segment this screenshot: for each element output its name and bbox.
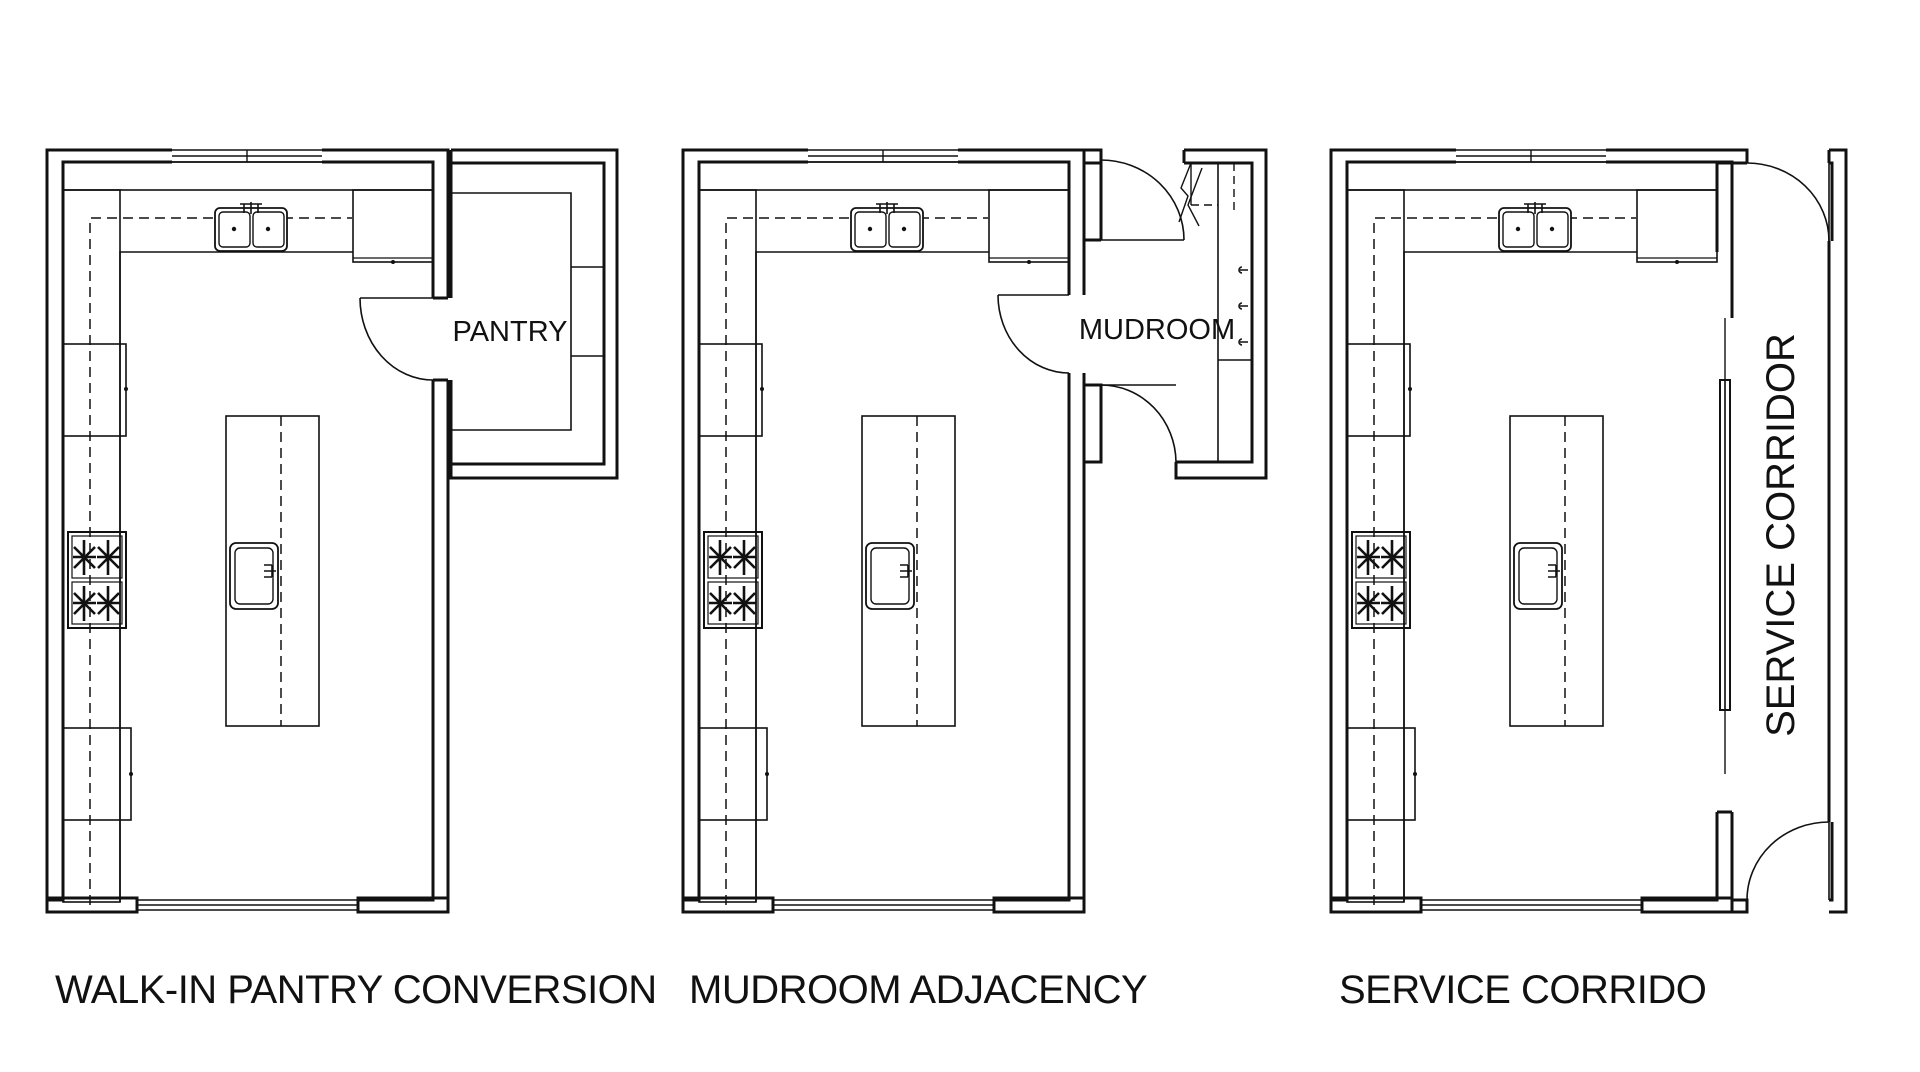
caption-mudroom-adjacency: MUDROOM ADJACENCY [689, 968, 1148, 1012]
room-label-service-corridor: SERVICE CORRIDOR [1759, 333, 1803, 737]
caption-service-corridor: SERVICE CORRIDO [1339, 968, 1707, 1012]
room-label-pantry: PANTRY [453, 316, 568, 348]
plan-service-corridor: SERVICE CORRIDOR [1329, 148, 1848, 914]
plan-walk-in-pantry: PANTRY [45, 148, 619, 914]
caption-walk-in-pantry: WALK-IN PANTRY CONVERSION [55, 968, 657, 1012]
room-label-mudroom: MUDROOM [1079, 314, 1235, 346]
plan-mudroom: MUDROOM [681, 148, 1268, 914]
